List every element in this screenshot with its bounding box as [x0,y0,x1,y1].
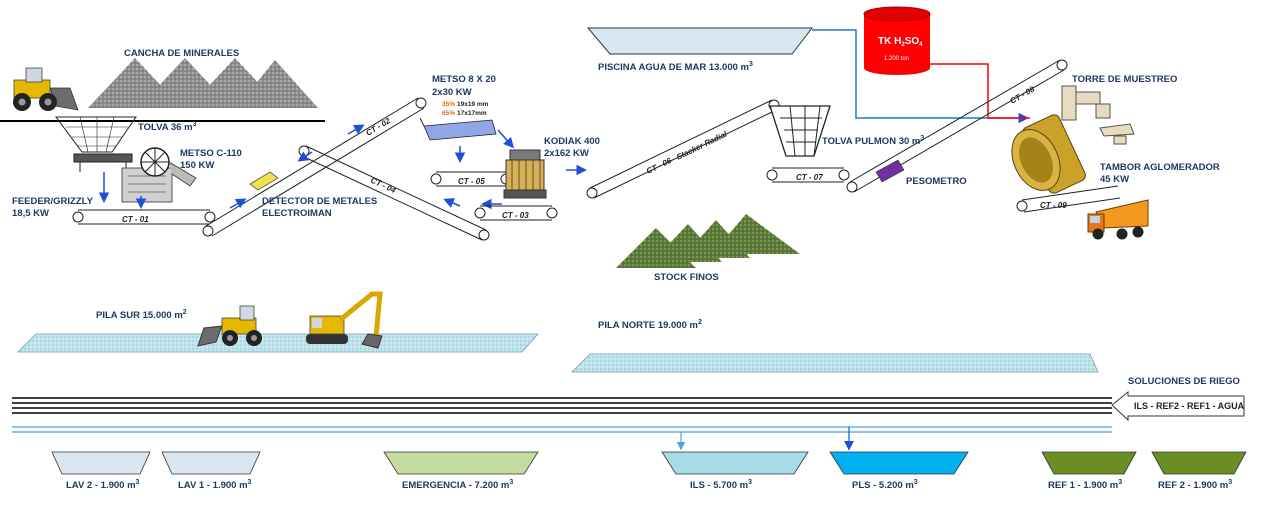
conveyor-ct09 [1016,185,1121,213]
pila-sur-label: PILA SUR 15.000 m2 [96,309,187,321]
jaw-crusher-icon [121,147,197,203]
front-loader-icon [13,67,79,111]
metso-c110-label: METSO C-110 [180,148,242,159]
stock-finos-pile [616,214,800,268]
tk-capacity: 1.200 ton [884,56,909,62]
conveyor-ct03 [474,205,558,221]
piscina-agua-de-mar [586,27,814,55]
lav2-label: LAV 2 - 1.900 m3 [66,479,140,491]
feeder-kw: 18,5 KW [12,208,49,219]
ct01-label: CT - 01 [122,215,149,224]
pila-norte-heap [571,353,1099,373]
screen-metso-8x20-icon [423,119,497,141]
pond-lav1 [161,451,261,475]
flow-arrow [497,129,514,149]
cone-crusher-kodiak-icon [503,149,547,199]
irrigation-pipelines [12,397,1112,433]
excavator-icon [306,291,383,349]
mesh65-label: 17x17mm [457,110,487,117]
pls-label: PLS - 5.200 m3 [852,479,918,491]
feeder-label: FEEDER/GRIZZLY [12,196,94,207]
ct02-label: CT - 02 [364,116,392,138]
kodiak-kw: 2x162 KW [544,148,589,159]
pct65-label: 65% [442,110,455,117]
solutions-flow-arrow [1111,390,1245,422]
pond-ref2 [1151,451,1247,475]
metso-c110-kw: 150 KW [180,160,214,171]
cancha-label: CANCHA DE MINERALES [124,48,239,59]
front-loader-icon [197,305,262,347]
pond-lav2 [51,451,151,475]
tolva-pulmon-label: TOLVA PULMON 30 m3 [822,135,924,147]
acid-line [930,63,1030,119]
pila-norte-label: PILA NORTE 19.000 m2 [598,319,702,331]
tk-label: TK H2SO4 [878,36,923,48]
tolva-36-hopper [55,116,137,153]
tolva-pulmon-icon [769,105,831,157]
pond-pls [829,451,969,475]
mineral-stockpile [88,58,318,108]
torre-label: TORRE DE MUESTREO [1072,74,1177,85]
dump-truck-icon [1087,199,1149,240]
pesometro-icon [875,159,905,183]
metso820-kw: 2x30 KW [432,87,472,98]
acid-tank-icon [863,6,931,75]
tolva36-label: TOLVA 36 m3 [138,121,197,133]
pond-emergencia [383,451,539,475]
flow-arrow [297,151,313,162]
ct06-label: CT - 06 [645,156,673,176]
ct03-label: CT - 03 [502,211,529,220]
soluciones-label: SOLUCIONES DE RIEGO [1128,376,1240,387]
pond-ils [661,451,809,475]
piscina-label: PISCINA AGUA DE MAR 13.000 m3 [598,61,753,73]
stock-finos-label: STOCK FINOS [654,272,719,283]
electroiman-label: ELECTROIMAN [262,208,332,219]
tambor-aglomerador-icon [1011,114,1086,194]
pct35-label: 35% [442,101,455,108]
pesometro-label: PESOMETRO [906,176,967,187]
flow-arrow [347,124,365,135]
lines-label: ILS - REF2 - REF1 - AGUA [1134,401,1245,411]
kodiak-label: KODIAK 400 [544,136,600,147]
lav1-label: LAV 1 - 1.900 m3 [178,479,252,491]
ct05-label: CT - 05 [458,177,485,186]
conveyor-ct07 [766,167,850,183]
ref1-label: REF 1 - 1.900 m3 [1048,479,1122,491]
pila-sur-heap [17,333,539,353]
flow-arrow [229,198,247,209]
ct09-label: CT - 09 [1040,201,1067,210]
water-line [812,29,1029,124]
torre-muestreo-icon [1061,85,1135,145]
ct07-label: CT - 07 [796,173,823,182]
detector-label: DETECTOR DE METALES [262,196,377,207]
metso820-label: METSO 8 X 20 [432,74,496,85]
ils-label: ILS - 5.700 m3 [690,479,752,491]
emergencia-label: EMERGENCIA - 7.200 m3 [402,479,513,491]
pond-ref1 [1041,451,1137,475]
flow-arrow [443,198,461,208]
tambor-kw: 45 KW [1100,174,1129,185]
tambor-label: TAMBOR AGLOMERADOR [1100,162,1220,173]
ref2-label: REF 2 - 1.900 m3 [1158,479,1232,491]
conveyor-ct01 [72,209,216,225]
ct04-label: CT - 04 [369,176,397,196]
mesh35-label: 19x19 mm [457,101,489,108]
metal-detector-icon [249,171,279,191]
